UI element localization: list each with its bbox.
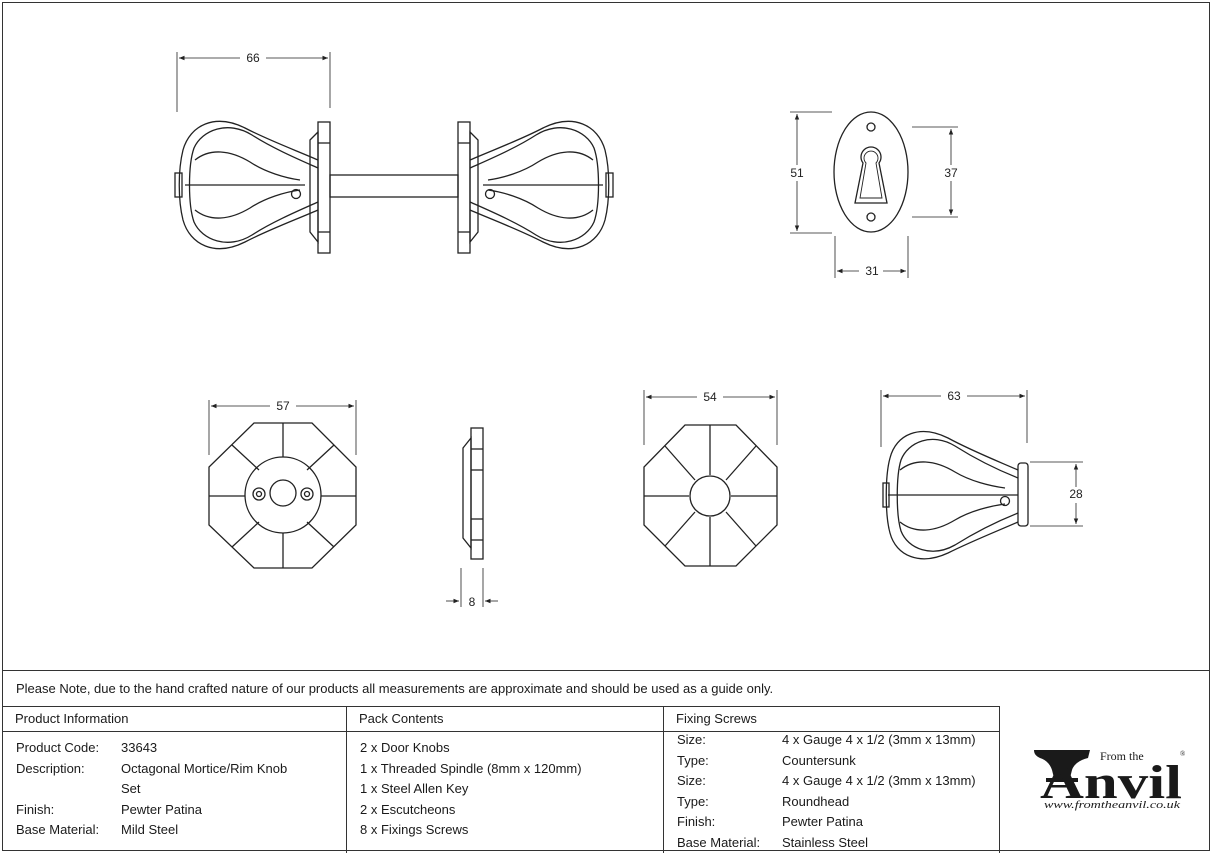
product-info-value: Octagonal Mortice/Rim Knob [121, 760, 288, 776]
table-divider [346, 706, 347, 853]
product-info-value: 33643 [121, 740, 158, 755]
fixing-screws-label: Finish: [677, 814, 716, 829]
fixing-screws-heading: Fixing Screws [663, 706, 1000, 732]
escutcheon-drawing [790, 111, 958, 278]
fixing-screws-label: Size: [677, 773, 706, 788]
product-info-value: Mild Steel [121, 822, 179, 837]
dim-label-57: 57 [276, 399, 290, 413]
product-info-label: Product Code: [16, 740, 100, 755]
dim-label-54: 54 [703, 390, 717, 404]
pack-contents-item: 2 x Escutcheons [360, 801, 456, 817]
product-info-row: Finish: Pewter Patina [16, 800, 341, 821]
dim-label-51: 51 [790, 166, 804, 180]
fixing-screws-label: Type: [677, 793, 709, 809]
fixing-screws-row: Size: 4 x Gauge 4 x 1/2 (3mm x 13mm) [677, 730, 997, 751]
product-info-label [16, 779, 121, 800]
table-divider [663, 706, 664, 853]
product-info-value: Pewter Patina [121, 801, 202, 817]
fixing-screws-table: Size: 4 x Gauge 4 x 1/2 (3mm x 13mm) Type… [677, 730, 997, 853]
rose-side-drawing [446, 427, 498, 607]
product-info-row: Product Code: 33643 [16, 738, 341, 759]
product-info-table: Product Code: 33643 Description: Octagonal… [16, 738, 341, 841]
fixing-screws-label: Type: [677, 752, 709, 768]
product-info-value: Set [121, 781, 141, 796]
product-info-heading: Product Information [2, 706, 346, 732]
fixing-screws-row: Finish: Pewter Patina [677, 812, 997, 833]
fixing-screws-row: Type: Roundhead [677, 792, 997, 813]
fixing-screws-value: Countersunk [782, 752, 856, 768]
fixing-screws-row: Base Material: Stainless Steel [677, 833, 997, 853]
pack-contents-item: 1 x Steel Allen Key [360, 781, 469, 796]
fixing-screws-value: 4 x Gauge 4 x 1/2 (3mm x 13mm) [782, 732, 976, 747]
dim-label-66: 66 [246, 51, 260, 65]
fixing-screws-label: Size: [677, 732, 706, 747]
dim-label-28: 28 [1069, 487, 1083, 501]
product-info-row: Description: Octagonal Mortice/Rim Knob [16, 759, 341, 780]
knob-side-drawing [880, 390, 1083, 560]
dim-label-63: 63 [947, 389, 961, 403]
pack-contents-item: 8 x Fixings Screws [360, 822, 469, 837]
from-the-anvil-logo: From the ® Anvil www.fromtheanvil.co.uk [1034, 749, 1186, 811]
product-info-label: Description: [16, 760, 85, 776]
logo-brand: Anvil [1040, 756, 1182, 809]
measurement-note: Please Note, due to the hand crafted nat… [2, 670, 1210, 706]
pack-contents-heading: Pack Contents [346, 706, 663, 732]
rose-front-large-drawing [208, 400, 357, 569]
rose-front-small-drawing [643, 390, 778, 567]
pack-contents-list: 2 x Door Knobs 1 x Threaded Spindle (8mm… [360, 738, 660, 841]
pack-contents-item: 1 x Threaded Spindle (8mm x 120mm) [360, 760, 582, 776]
product-info-label: Base Material: [16, 822, 100, 837]
door-knob-pair-drawing [174, 52, 614, 254]
dim-label-37: 37 [944, 166, 958, 180]
technical-drawing: 66 51 37 31 57 8 54 63 28 [174, 51, 1083, 609]
anvil-icon [1034, 750, 1090, 782]
product-info-row: Set [16, 779, 341, 800]
logo-registered-mark: ® [1180, 750, 1186, 758]
logo-from-the: From the [1100, 749, 1144, 763]
fixing-screws-value: Roundhead [782, 793, 850, 809]
dim-label-31: 31 [865, 264, 879, 278]
table-divider [999, 706, 1000, 853]
product-info-label: Finish: [16, 801, 55, 817]
fixing-screws-row: Size: 4 x Gauge 4 x 1/2 (3mm x 13mm) [677, 771, 997, 792]
logo-url: www.fromtheanvil.co.uk [1044, 800, 1181, 811]
fixing-screws-value: Pewter Patina [782, 814, 863, 829]
fixing-screws-label: Base Material: [677, 834, 761, 850]
dim-label-8: 8 [469, 595, 476, 609]
fixing-screws-value: 4 x Gauge 4 x 1/2 (3mm x 13mm) [782, 773, 976, 788]
pack-contents-item: 2 x Door Knobs [360, 740, 450, 755]
fixing-screws-row: Type: Countersunk [677, 751, 997, 772]
product-info-row: Base Material: Mild Steel [16, 820, 341, 841]
fixing-screws-value: Stainless Steel [782, 834, 868, 850]
